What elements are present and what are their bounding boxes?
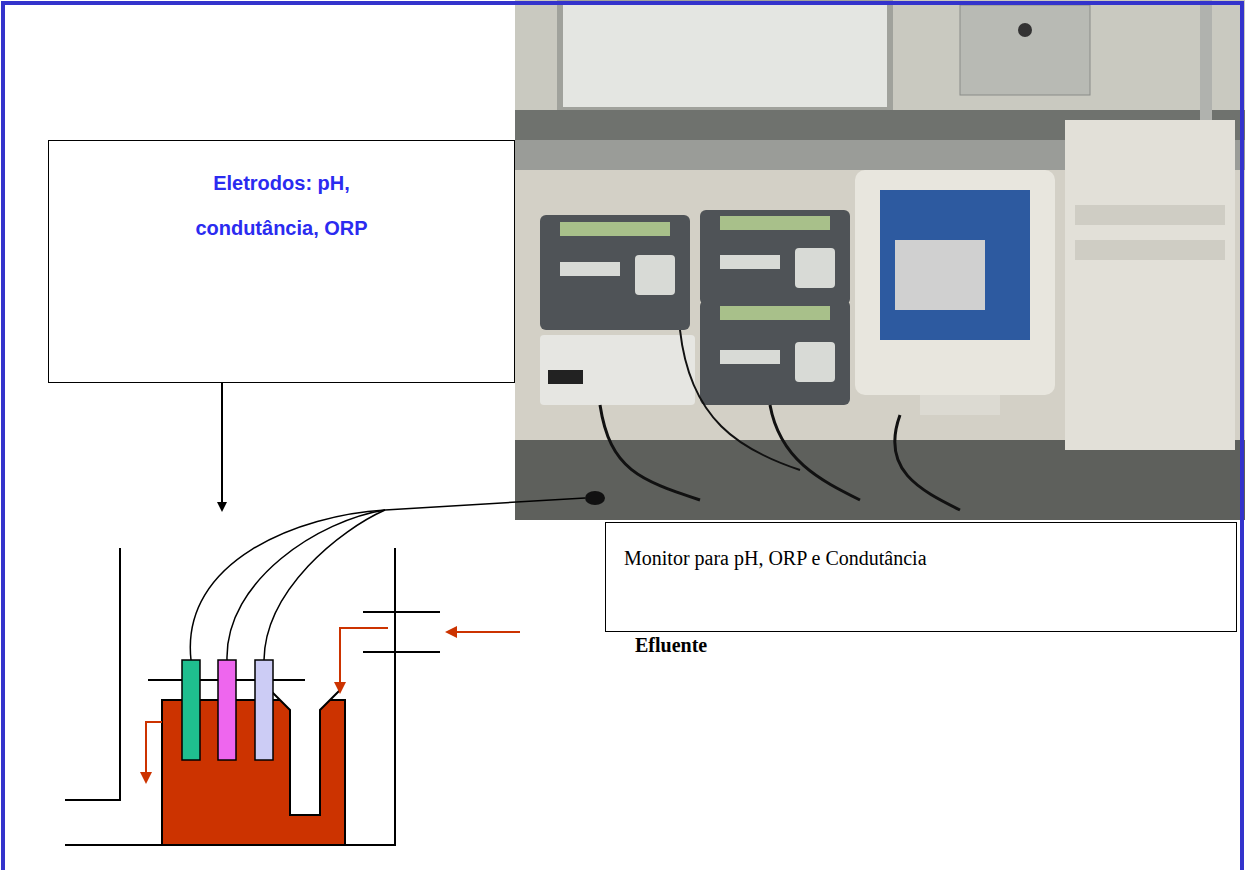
funnel-tube	[270, 690, 340, 815]
ph-electrode	[182, 660, 200, 760]
monitor-box: Monitor para pH, ORP e Condutância	[605, 522, 1237, 632]
electrode-wires	[190, 498, 585, 660]
label-box: Eletrodos: pH, condutância, ORP	[48, 140, 515, 383]
conductance-electrode	[218, 660, 236, 760]
flow-label: Efluente	[633, 634, 709, 657]
orp-electrode	[255, 660, 273, 760]
tank	[65, 548, 440, 845]
page-frame	[3, 3, 1242, 870]
box-text: Monitor para pH, ORP e Condutância	[624, 545, 1218, 571]
flow-arrows	[146, 628, 520, 782]
lab-photo	[515, 0, 1245, 520]
box-text: Eletrodos: pH, condutância, ORP	[167, 161, 397, 251]
